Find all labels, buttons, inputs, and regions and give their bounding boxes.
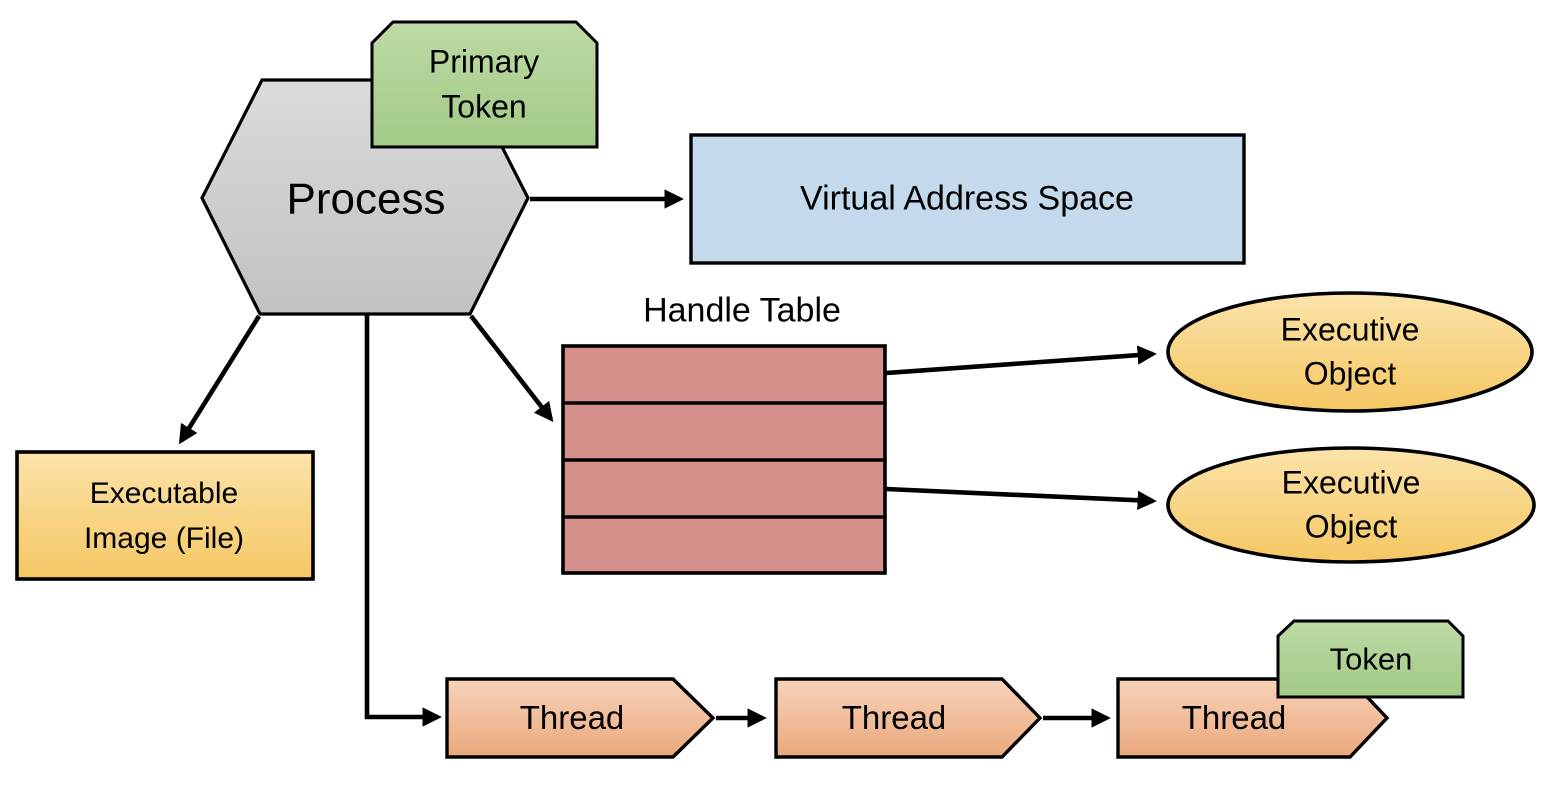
arrow-process-to-executable-image — [178, 314, 261, 445]
arrow-handle-table-to-executive-object-2 — [885, 486, 1157, 510]
executable-image-node — [15, 450, 315, 581]
thread-2-node — [774, 677, 1043, 759]
arrow-handle-table-to-executive-object-1 — [885, 345, 1157, 376]
executive-object-2-node — [1166, 446, 1536, 564]
executive-object-1-node — [1166, 291, 1534, 413]
primary-token-node — [370, 20, 599, 149]
thread-1-node — [445, 677, 716, 759]
arrow-process-to-thread-1 — [364, 315, 442, 727]
arrow-process-to-handle-table — [469, 314, 554, 423]
token-node — [1276, 619, 1465, 699]
virtual-address-space-node — [689, 133, 1246, 265]
